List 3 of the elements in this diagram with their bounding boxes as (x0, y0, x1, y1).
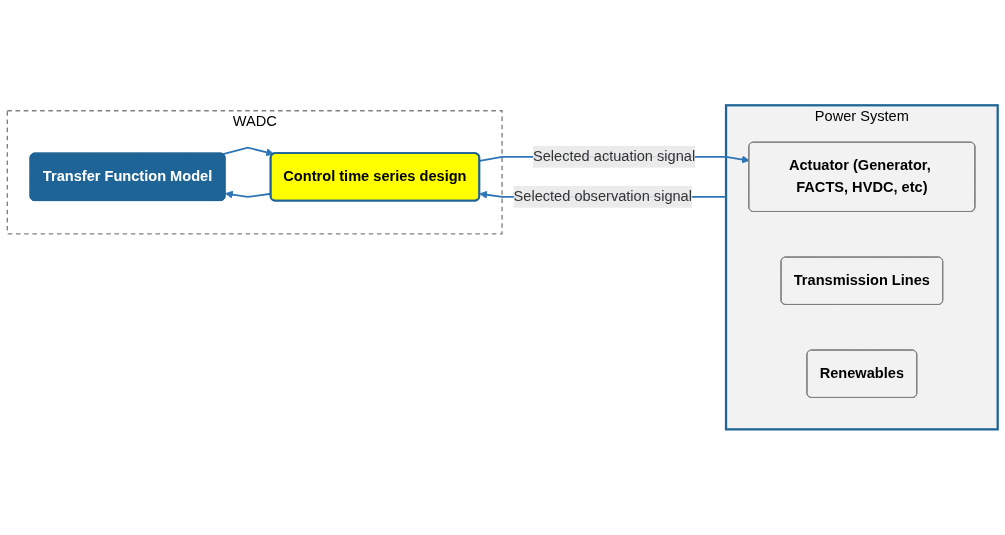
edge-label: Selected actuation signal (532, 148, 696, 165)
arrow (222, 146, 275, 157)
edge-label: Selected observation signal (513, 188, 692, 205)
